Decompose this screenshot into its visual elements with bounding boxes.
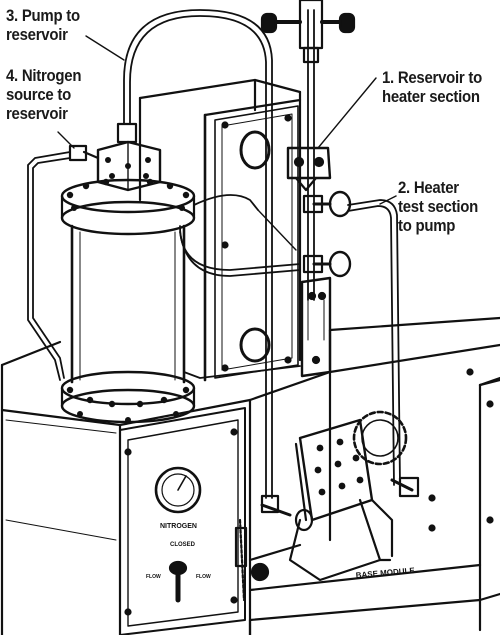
heater-valves: [302, 190, 352, 278]
callout-line: heater section: [382, 87, 480, 106]
callout-line: to pump: [398, 216, 456, 235]
right-knob-label: FLOW: [196, 574, 211, 580]
front-panel: [124, 428, 270, 616]
reservoir-cylinder: [60, 178, 196, 424]
callout-line: 4. Nitrogen: [6, 66, 82, 85]
gauge-label: NITROGEN: [160, 523, 197, 530]
callout-pump-to-reservoir: 3. Pump to reservoir: [6, 6, 80, 44]
heater-fitting-upper: [286, 146, 332, 192]
callout-leaders: [57, 35, 397, 251]
right-module: [428, 368, 500, 532]
heater-housing: [138, 78, 302, 382]
callout-line: test section: [398, 197, 478, 216]
callout-line: 2. Heater: [398, 178, 459, 197]
pump-assembly: [260, 410, 420, 582]
callout-line: 1. Reservoir to: [382, 68, 482, 87]
base-cabinet: [0, 316, 500, 635]
base-module-label: BASE MODULE: [355, 566, 415, 580]
callout-line: 3. Pump to: [6, 6, 80, 25]
callout-line: reservoir: [6, 25, 68, 44]
callout-reservoir-to-heater: 1. Reservoir to heater section: [382, 68, 482, 106]
left-knob-label: FLOW: [146, 574, 161, 580]
callout-heater-to-pump: 2. Heater test section to pump: [398, 178, 478, 235]
top-needle-valve: [260, 0, 356, 64]
valve-label: CLOSED: [170, 542, 196, 548]
callout-line: source to: [6, 85, 71, 104]
heater-test-section: [300, 276, 332, 378]
callout-line: reservoir: [6, 104, 68, 123]
callout-nitrogen-to-reservoir: 4. Nitrogen source to reservoir: [6, 66, 82, 123]
tubing: [27, 9, 401, 499]
reservoir-valve-block: [68, 122, 162, 192]
